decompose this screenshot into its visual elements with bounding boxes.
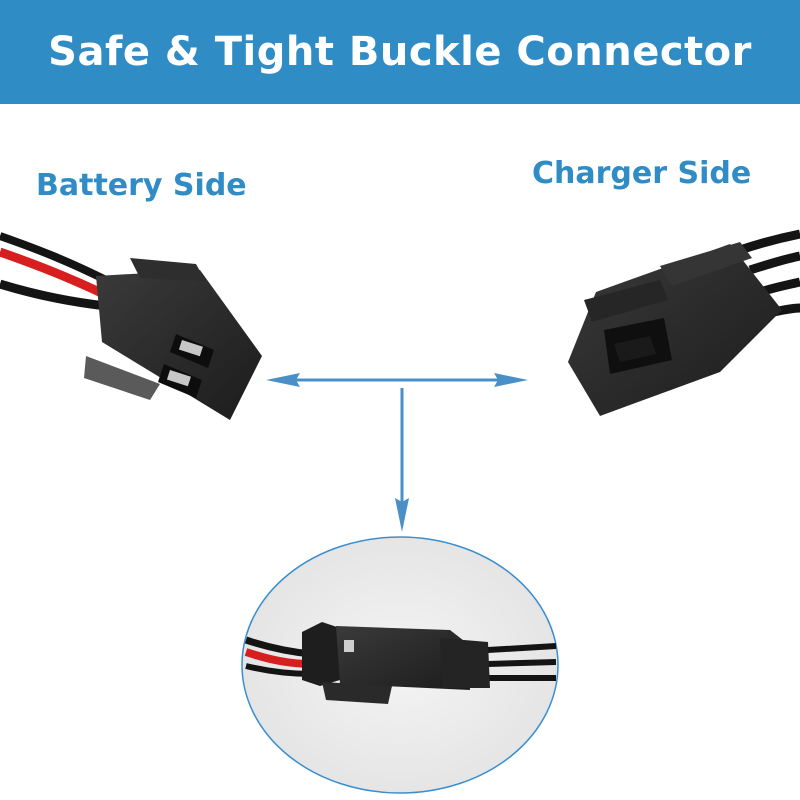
battery-side-label: Battery Side	[36, 168, 247, 203]
charger-connector-image	[568, 229, 800, 416]
connected-inset-image	[241, 536, 559, 794]
direction-arrows	[266, 373, 528, 532]
title-banner: Safe & Tight Buckle Connector	[0, 0, 800, 104]
battery-connector-image	[0, 232, 262, 420]
banner-title: Safe & Tight Buckle Connector	[48, 29, 752, 75]
charger-side-label: Charger Side	[532, 156, 752, 191]
